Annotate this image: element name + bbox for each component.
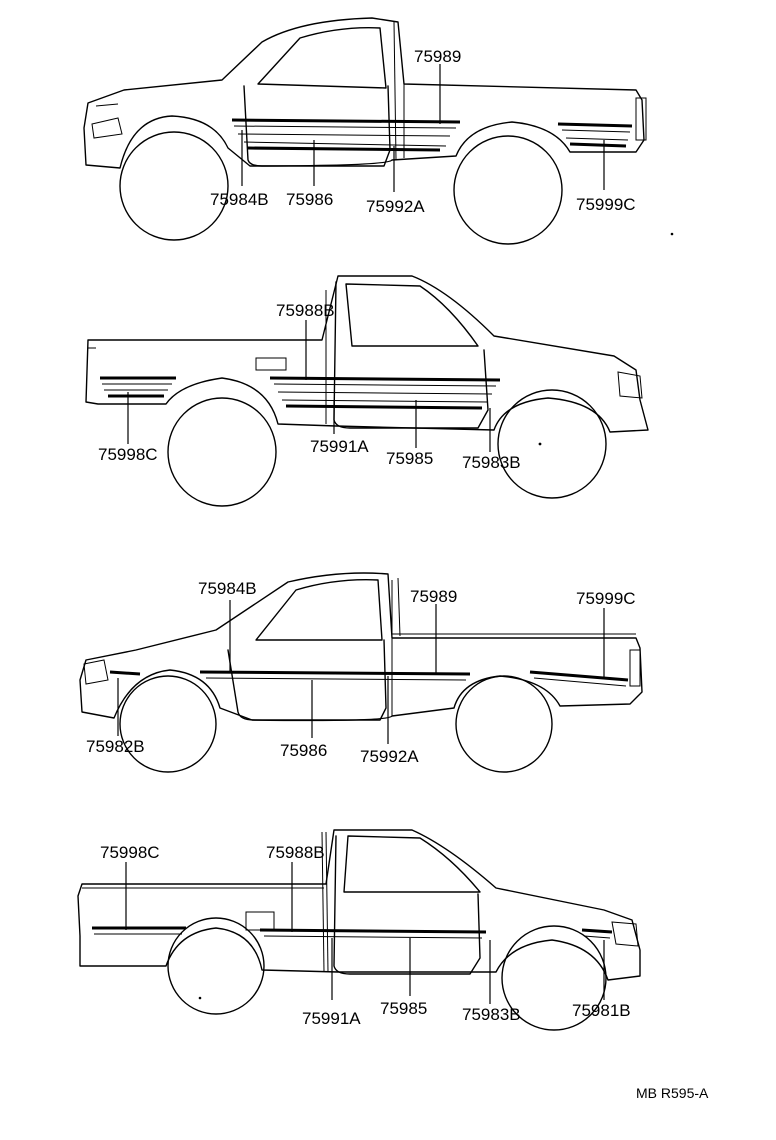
label-v3-75992a: 75992A [360,747,419,766]
label-v2-75998c: 75998C [98,445,158,464]
label-v3-75984b: 75984B [198,579,257,598]
truck-view-4 [77,829,641,1031]
label-v4-75991a: 75991A [302,1009,361,1028]
truck-view-3 [79,572,643,773]
label-v1-75999c: 75999C [576,195,636,214]
label-v4-75981b: 75981B [572,1001,631,1020]
diagram-code: MB R595-A [636,1085,709,1101]
label-v1-75989: 75989 [414,47,461,66]
label-v4-75985: 75985 [380,999,427,1018]
label-v4-75983b: 75983B [462,1005,521,1024]
label-v3-75986: 75986 [280,741,327,760]
label-v3-75982b: 75982B [86,737,145,756]
label-v2-75988b: 75988B [276,301,335,320]
label-v4-75998c: 75998C [100,843,160,862]
label-v3-75999c: 75999C [576,589,636,608]
label-v2-75983b: 75983B [462,453,521,472]
label-v1-75984b: 75984B [210,190,269,209]
label-v3-75989: 75989 [410,587,457,606]
label-v4-75988b: 75988B [266,843,325,862]
label-v2-75985: 75985 [386,449,433,468]
truck-view-1 [83,17,647,245]
label-v1-75992a: 75992A [366,197,425,216]
label-v1-75986: 75986 [286,190,333,209]
truck-view-2 [85,275,649,507]
label-v2-75991a: 75991A [310,437,369,456]
